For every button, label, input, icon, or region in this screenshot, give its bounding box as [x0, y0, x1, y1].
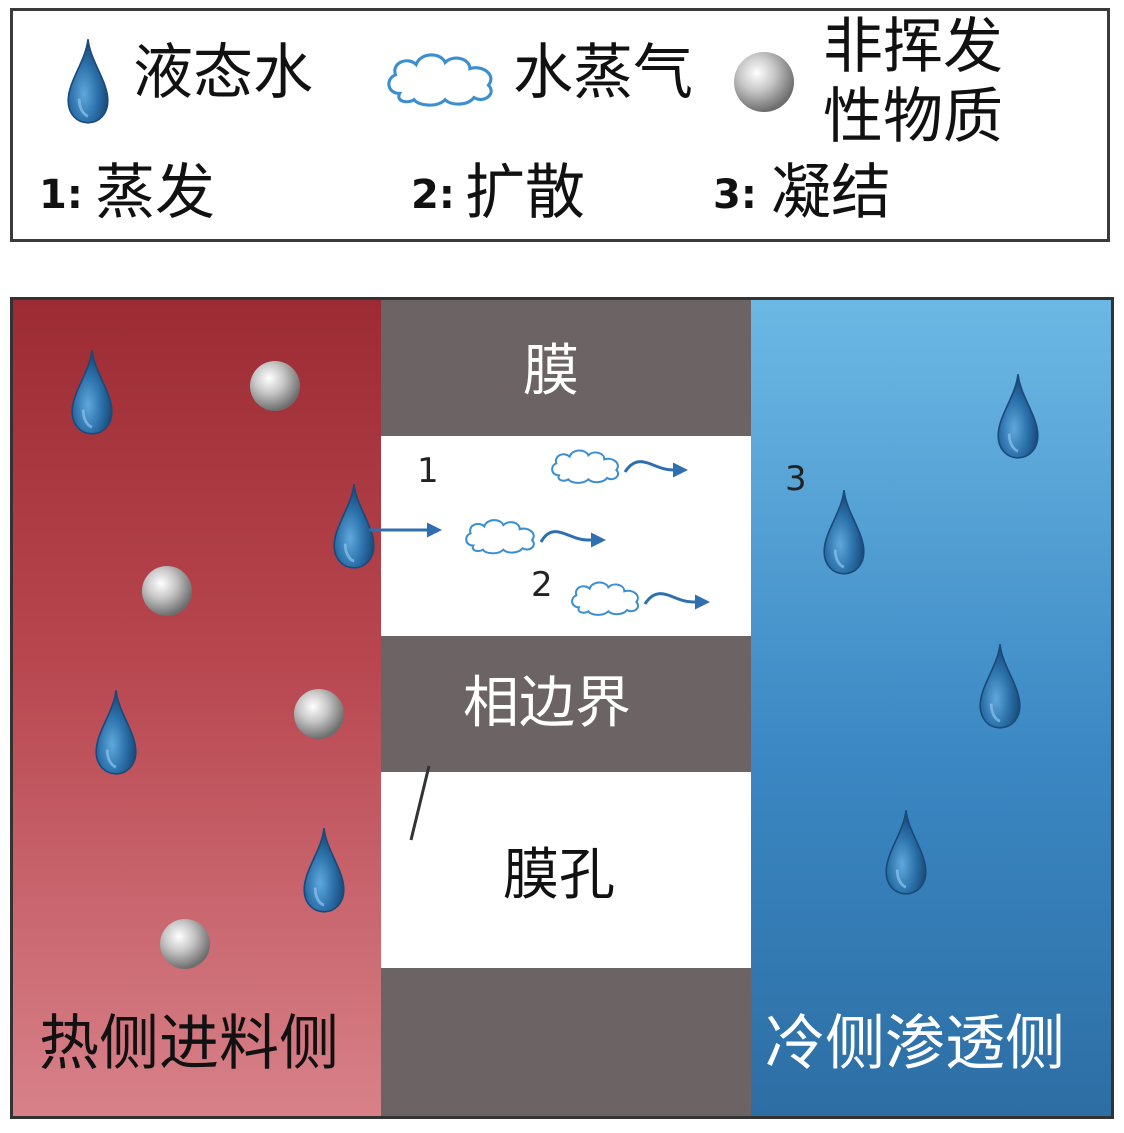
water-drop-icon [332, 482, 376, 570]
gray-sphere-icon [250, 361, 300, 411]
legend-water-vapor-label: 水蒸气 [513, 38, 693, 108]
gray-sphere-icon [142, 566, 192, 616]
legend: 液态水 水蒸气 非挥发 性物质 1: 蒸发 2: 扩散 3: 凝结 [10, 8, 1110, 242]
water-drop-icon [822, 488, 866, 576]
diagram-graphics [70, 348, 1040, 969]
evaporation-step-number: 1 [417, 451, 439, 491]
water-drop-icon [302, 826, 346, 914]
legend-nonvolatile-line2: 性物质 [823, 82, 1003, 152]
cold-side-label: 冷侧渗透侧 [765, 1009, 1065, 1079]
water-drop-icon [66, 37, 110, 125]
legend-step1-number: 1: [39, 172, 83, 218]
membrane-label: 膜 [523, 339, 579, 404]
diffusion-arrow [643, 592, 710, 610]
hot-side-label: 热侧进料侧 [39, 1009, 339, 1079]
cloud-icon [570, 581, 640, 616]
legend-step3-number: 3: [713, 172, 757, 218]
water-drop-icon [884, 808, 928, 896]
legend-step2-label: 扩散 [465, 158, 585, 228]
pore-lower [381, 772, 751, 968]
legend-nonvolatile-line1: 非挥发 [823, 12, 1003, 82]
diffusion-arrow [623, 460, 688, 478]
legend-liquid-water-label: 液态水 [133, 38, 313, 108]
diffusion-arrow [539, 530, 606, 548]
membrane-band-middle [381, 636, 751, 772]
water-drop-icon [70, 348, 114, 436]
membrane-band-top [381, 300, 751, 436]
gray-sphere-icon [160, 919, 210, 969]
water-drop-icon [978, 642, 1022, 730]
water-drop-icon [996, 372, 1040, 460]
cloud-icon [465, 519, 535, 555]
cloud-icon [387, 53, 493, 107]
membrane-band-bottom [381, 968, 751, 1116]
phase-boundary-label: 相边界 [463, 671, 631, 736]
water-drop-icon [94, 688, 138, 776]
membrane-distillation-diagram: 膜 相边界 膜孔 热侧进料侧 冷侧渗透侧 1 2 3 [10, 297, 1114, 1119]
condensation-step-number: 3 [785, 459, 807, 499]
diffusion-step-number: 2 [531, 565, 553, 605]
gray-sphere-icon [734, 52, 794, 112]
legend-step2-number: 2: [411, 172, 455, 218]
legend-step1-label: 蒸发 [95, 158, 215, 228]
cloud-icon [550, 449, 620, 484]
membrane-pore-label: 膜孔 [503, 843, 615, 908]
phase-boundary-pointer [409, 765, 431, 841]
gray-sphere-icon [294, 689, 344, 739]
cold-permeate-side [751, 300, 1111, 1116]
legend-step3-label: 凝结 [771, 158, 891, 228]
